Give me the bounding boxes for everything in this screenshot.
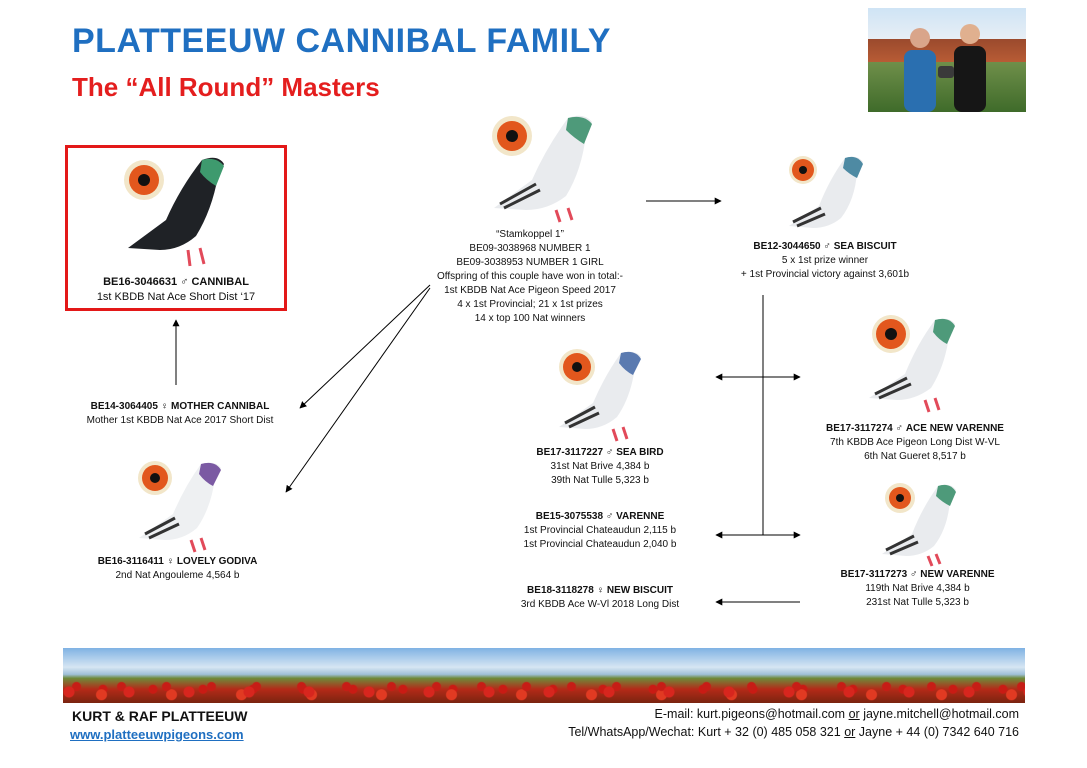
- female-symbol-icon: ♀: [596, 585, 605, 596]
- pigeon-card-ace-new-varenne: BE17-3117274 ♂ ACE NEW VARENNE 7th KBDB …: [815, 422, 1015, 464]
- or-text: or: [848, 707, 860, 721]
- pigeon-name: MOTHER CANNIBAL: [171, 401, 270, 412]
- pigeon-ace-new-varenne-icon: [869, 315, 955, 413]
- pigeon-name: LOVELY GODIVA: [176, 556, 258, 567]
- pigeon-card-cannibal: BE16-3046631 ♂ CANNIBAL 1st KBDB Nat Ace…: [65, 275, 287, 305]
- cannibal-highlight-frame: [65, 145, 287, 311]
- male-symbol-icon: ♂: [823, 241, 831, 252]
- pigeon-achievement: 1st Provincial Chateaudun 2,040 b: [523, 539, 677, 550]
- pigeon-name: SEA BISCUIT: [833, 241, 897, 252]
- pigeon-achievement: 1st Provincial Chateaudun 2,115 b: [523, 525, 677, 536]
- pigeon-card-sea-bird: BE17-3117227 ♂ SEA BIRD 31st Nat Brive 4…: [515, 446, 685, 488]
- owners-photo: [868, 8, 1026, 112]
- pigeon-achievement: 39th Nat Tulle 5,323 b: [551, 475, 649, 486]
- pigeon-ring: BE17-3117274: [826, 423, 893, 434]
- female-symbol-icon: ♀: [166, 556, 175, 567]
- pigeon-achievement: Mother 1st KBDB Nat Ace 2017 Short Dist: [86, 415, 274, 426]
- pigeon-achievement: 6th Nat Gueret 8,517 b: [864, 451, 966, 462]
- pigeon-achievement: 7th KBDB Ace Pigeon Long Dist W-VL: [830, 437, 1000, 448]
- pigeon-name: NEW BISCUIT: [606, 585, 673, 596]
- pigeon-achievement: 231st Nat Tulle 5,323 b: [866, 597, 969, 608]
- pigeon-achievement: 1st KBDB Nat Ace Short Dist ‘17: [96, 291, 256, 303]
- pigeon-achievement: 119th Nat Brive 4,384 b: [865, 583, 970, 594]
- poppy-field-banner: [63, 648, 1025, 703]
- male-symbol-icon: ♂: [605, 447, 614, 458]
- footer-owner-name: KURT & RAF PLATTEEUW: [72, 708, 248, 724]
- phone-jayne: Jayne + 44 (0) 7342 640 716: [858, 725, 1019, 739]
- pigeon-ring: BE16-3046631: [103, 276, 178, 288]
- pigeon-name: SEA BIRD: [616, 447, 664, 458]
- male-symbol-icon: ♂: [180, 276, 189, 288]
- page-title: PLATTEEUW CANNIBAL FAMILY: [72, 22, 611, 60]
- pigeon-ring: BE18-3118278: [527, 585, 594, 596]
- pigeon-line: BE09-3038953 NUMBER 1 GIRL: [456, 257, 604, 268]
- male-symbol-icon: ♂: [895, 423, 904, 434]
- pigeon-achievement: 5 x 1st prize winner: [781, 255, 869, 266]
- pigeon-line: Offspring of this couple have won in tot…: [436, 271, 624, 282]
- male-symbol-icon: ♂: [605, 511, 614, 522]
- footer-email-line: E-mail: kurt.pigeons@hotmail.com or jayn…: [655, 707, 1019, 721]
- pigeon-stamkoppel-icon: [492, 115, 592, 223]
- email-label: E-mail:: [654, 707, 694, 721]
- pigeon-lovely-godiva-icon: [138, 461, 221, 553]
- email-jayne[interactable]: jayne.mitchell@hotmail.com: [863, 707, 1019, 721]
- pigeon-name: NEW VARENNE: [920, 569, 995, 580]
- pigeon-line: 1st KBDB Nat Ace Pigeon Speed 2017: [444, 285, 616, 296]
- pigeon-name: “Stamkoppel 1”: [496, 229, 564, 240]
- pigeon-ring: BE15-3075538: [535, 511, 604, 522]
- pigeon-card-varenne: BE15-3075538 ♂ VARENNE 1st Provincial Ch…: [505, 510, 695, 552]
- pigeon-new-varenne-icon: [882, 483, 956, 567]
- male-symbol-icon: ♂: [909, 569, 918, 580]
- pigeon-name: ACE NEW VARENNE: [905, 423, 1004, 434]
- pigeon-ring: BE14-3064405: [90, 401, 158, 412]
- pigeon-line: BE09-3038968 NUMBER 1: [469, 243, 591, 254]
- or-text: or: [844, 725, 856, 739]
- pigeon-ring: BE17-3117273: [840, 569, 908, 580]
- phone-label: Tel/WhatsApp/Wechat:: [568, 725, 695, 739]
- pigeon-card-sea-biscuit: BE12-3044650 ♂ SEA BISCUIT 5 x 1st prize…: [725, 240, 925, 282]
- pigeon-sea-biscuit-icon: [789, 156, 863, 228]
- pigeon-card-stamkoppel: “Stamkoppel 1” BE09-3038968 NUMBER 1 BE0…: [430, 228, 630, 326]
- pigeon-achievement: 31st Nat Brive 4,384 b: [550, 461, 650, 472]
- pigeon-line: 4 x 1st Provincial; 21 x 1st prizes: [457, 299, 603, 310]
- pigeon-ring: BE12-3044650: [753, 241, 821, 252]
- pigeon-line: 14 x top 100 Nat winners: [474, 313, 586, 324]
- pigeon-cannibal-icon: [124, 157, 224, 267]
- female-symbol-icon: ♀: [160, 401, 169, 412]
- pigeon-achievement: 2nd Nat Angouleme 4,564 b: [115, 570, 240, 581]
- pigeon-name: VARENNE: [616, 511, 665, 522]
- website-link[interactable]: www.platteeuwpigeons.com: [70, 727, 244, 742]
- pigeon-sea-bird-icon: [559, 349, 641, 442]
- footer-phone-line: Tel/WhatsApp/Wechat: Kurt + 32 (0) 485 0…: [568, 725, 1019, 739]
- pigeon-ring: BE17-3117227: [536, 447, 604, 458]
- pigeon-card-new-biscuit: BE18-3118278 ♀ NEW BISCUIT 3rd KBDB Ace …: [500, 584, 700, 612]
- email-kurt[interactable]: kurt.pigeons@hotmail.com: [696, 707, 846, 721]
- pigeon-achievement: + 1st Provincial victory against 3,601b: [740, 269, 910, 280]
- pigeon-achievement: 3rd KBDB Ace W-Vl 2018 Long Dist: [520, 599, 680, 610]
- pigeon-ring: BE16-3116411: [97, 556, 164, 567]
- pigeon-card-lovely-godiva: BE16-3116411 ♀ LOVELY GODIVA 2nd Nat Ang…: [80, 555, 275, 583]
- pigeon-card-new-varenne: BE17-3117273 ♂ NEW VARENNE 119th Nat Bri…: [825, 568, 1010, 610]
- owners-figure-icon: [904, 24, 986, 112]
- pigeon-name: CANNIBAL: [191, 276, 249, 288]
- pigeon-card-mother-cannibal: BE14-3064405 ♀ MOTHER CANNIBAL Mother 1s…: [60, 400, 300, 428]
- page-subtitle: The “All Round” Masters: [72, 72, 380, 102]
- phone-kurt: Kurt + 32 (0) 485 058 321: [697, 725, 841, 739]
